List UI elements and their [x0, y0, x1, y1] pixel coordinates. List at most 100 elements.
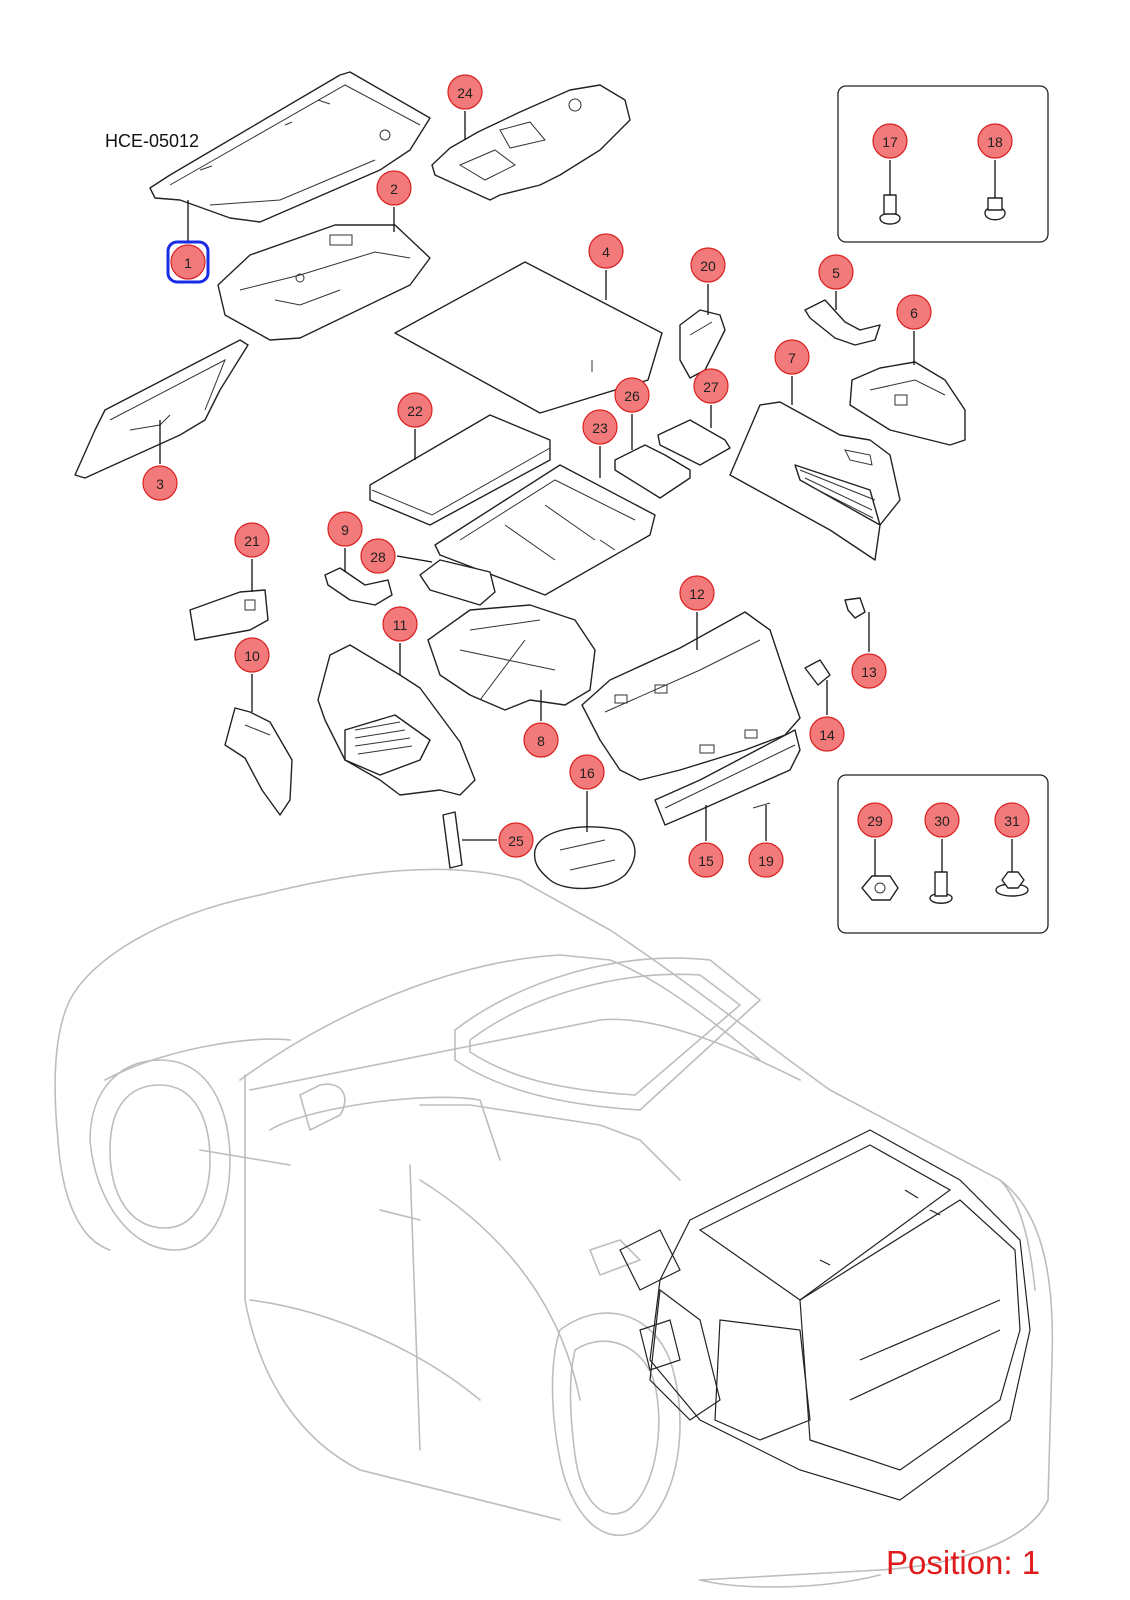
callout-19[interactable]: 19: [748, 842, 784, 878]
callout-number-21: 21: [244, 533, 260, 549]
part-31-nut: [995, 871, 1029, 897]
callout-number-14: 14: [819, 727, 835, 743]
callout-number-9: 9: [341, 522, 349, 538]
fastener-box-top: [837, 85, 1049, 243]
selected-callout-highlight: [166, 240, 210, 284]
callout-8[interactable]: 8: [523, 722, 559, 758]
callout-22[interactable]: 22: [397, 392, 433, 428]
callout-7[interactable]: 7: [774, 339, 810, 375]
callout-30[interactable]: 30: [924, 802, 960, 838]
callout-circle-10: [234, 637, 270, 673]
callout-number-16: 16: [579, 765, 595, 781]
vehicle-outline: [54, 868, 1054, 1588]
part-1-package-tray: [149, 71, 431, 223]
callout-10[interactable]: 10: [234, 637, 270, 673]
callout-9[interactable]: 9: [327, 511, 363, 547]
part-21-bracket: [189, 589, 269, 641]
callout-circle-3: [142, 465, 178, 501]
position-indicator: Position: 1: [886, 1544, 1040, 1582]
part-26-pad: [614, 444, 691, 499]
callout-21[interactable]: 21: [234, 522, 270, 558]
part-16-spare-wheel-holder: [533, 826, 636, 890]
leader-lines: [159, 111, 1013, 876]
part-24-board: [431, 84, 631, 201]
callout-number-12: 12: [689, 586, 705, 602]
callout-3[interactable]: 3: [142, 465, 178, 501]
callout-circle-29: [857, 802, 893, 838]
callout-number-7: 7: [788, 350, 796, 366]
position-value: 1: [1021, 1544, 1041, 1581]
callout-circle-8: [523, 722, 559, 758]
callout-circle-24: [447, 74, 483, 110]
part-22-cover-board: [369, 414, 551, 526]
callout-circle-16: [569, 754, 605, 790]
callout-number-23: 23: [592, 420, 608, 436]
callout-number-28: 28: [370, 549, 386, 565]
callout-number-31: 31: [1004, 813, 1020, 829]
callout-17[interactable]: 17: [872, 123, 908, 159]
callout-12[interactable]: 12: [679, 575, 715, 611]
part-27-pad: [657, 419, 731, 466]
callout-15[interactable]: 15: [688, 842, 724, 878]
callout-circle-7: [774, 339, 810, 375]
callout-number-3: 3: [156, 476, 164, 492]
part-15-trim-panel: [654, 729, 801, 826]
part-18-fastener: [984, 197, 1006, 221]
callout-circle-19: [748, 842, 784, 878]
callout-number-8: 8: [537, 733, 545, 749]
callout-27[interactable]: 27: [693, 368, 729, 404]
part-25-insulator: [442, 811, 463, 869]
part-29-nut: [861, 875, 899, 901]
part-11-wheelhouse-trim: [317, 644, 476, 796]
callout-circle-23: [582, 409, 618, 445]
fastener-box-bottom: [837, 774, 1049, 934]
part-14-cover: [804, 659, 831, 686]
part-5-trim-strip: [804, 299, 881, 346]
part-4-luggage-mat: [394, 261, 663, 414]
callout-circle-13: [851, 653, 887, 689]
callout-20[interactable]: 20: [690, 247, 726, 283]
callout-circle-26: [614, 377, 650, 413]
callout-18[interactable]: 18: [977, 123, 1013, 159]
part-6-side-panel: [849, 361, 966, 446]
callout-16[interactable]: 16: [569, 754, 605, 790]
callout-14[interactable]: 14: [809, 716, 845, 752]
callout-number-13: 13: [861, 664, 877, 680]
callout-number-29: 29: [867, 813, 883, 829]
callout-circle-12: [679, 575, 715, 611]
callout-circle-25: [498, 822, 534, 858]
callout-11[interactable]: 11: [382, 606, 418, 642]
callout-6[interactable]: 6: [896, 294, 932, 330]
callout-29[interactable]: 29: [857, 802, 893, 838]
part-8-floor-trim: [427, 604, 596, 711]
part-28-bracket: [419, 559, 496, 606]
callout-circle-21: [234, 522, 270, 558]
callout-13[interactable]: 13: [851, 653, 887, 689]
callout-number-18: 18: [987, 134, 1003, 150]
callout-5[interactable]: 5: [818, 254, 854, 290]
callout-circle-27: [693, 368, 729, 404]
callout-31[interactable]: 31: [994, 802, 1030, 838]
callout-1[interactable]: 1: [166, 240, 210, 284]
callout-circle-15: [688, 842, 724, 878]
callout-circle-5: [818, 254, 854, 290]
callout-number-22: 22: [407, 403, 423, 419]
callout-28[interactable]: 28: [360, 538, 396, 574]
part-10-bracket: [224, 707, 293, 816]
callout-26[interactable]: 26: [614, 377, 650, 413]
callout-4[interactable]: 4: [588, 233, 624, 269]
trunk-assembly-view: [619, 1129, 1031, 1501]
callout-number-4: 4: [602, 244, 610, 260]
callout-number-24: 24: [457, 85, 473, 101]
callout-number-26: 26: [624, 388, 640, 404]
callout-2[interactable]: 2: [376, 170, 412, 206]
callout-number-1: 1: [184, 255, 192, 271]
callout-number-5: 5: [832, 265, 840, 281]
callout-number-30: 30: [934, 813, 950, 829]
callout-24[interactable]: 24: [447, 74, 483, 110]
callout-23[interactable]: 23: [582, 409, 618, 445]
callout-25[interactable]: 25: [498, 822, 534, 858]
callout-number-6: 6: [910, 305, 918, 321]
part-12-trunk-lid-trim: [581, 611, 801, 781]
